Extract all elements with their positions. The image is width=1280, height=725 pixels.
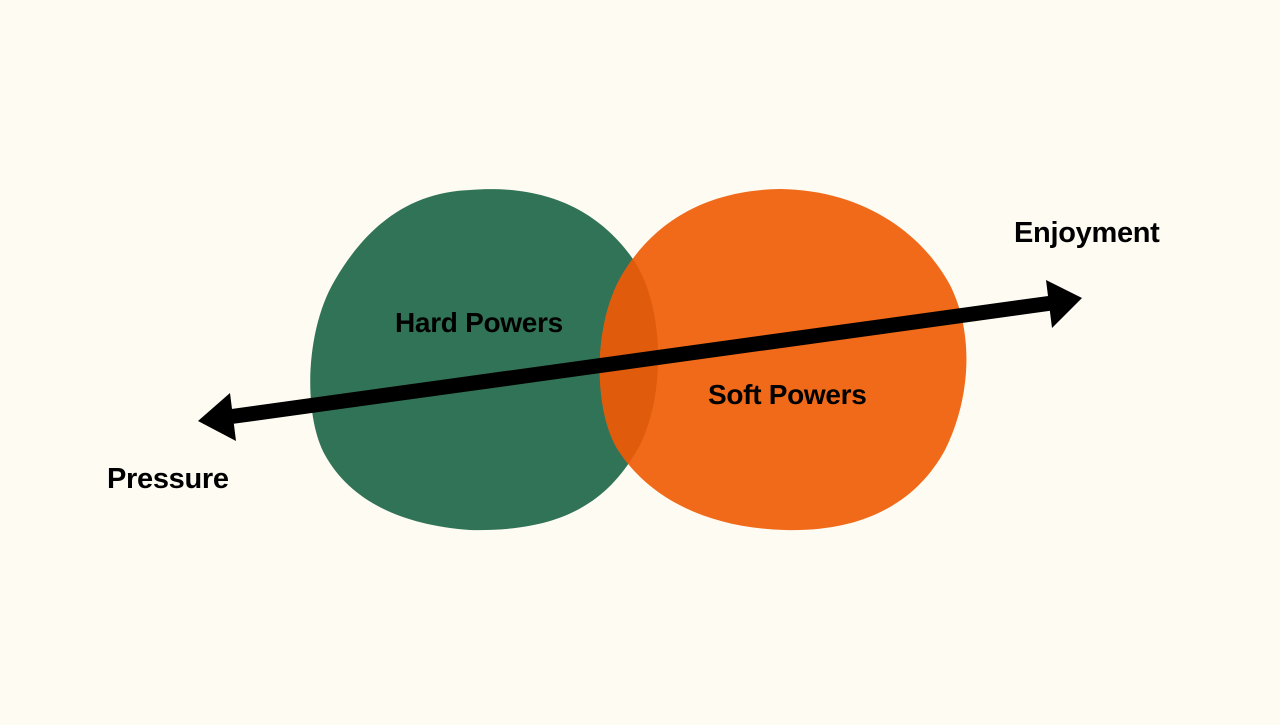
enjoyment-label: Enjoyment bbox=[1014, 217, 1160, 249]
soft-powers-circle bbox=[599, 189, 967, 531]
hard-powers-circle bbox=[310, 189, 659, 531]
axis-arrow-shaft bbox=[226, 295, 1054, 425]
hard-powers-label: Hard Powers bbox=[395, 307, 563, 338]
arrow-head-left-icon bbox=[198, 393, 236, 441]
pressure-label: Pressure bbox=[107, 463, 229, 495]
soft-powers-label: Soft Powers bbox=[708, 379, 867, 410]
arrow-head-right-icon bbox=[1046, 280, 1082, 328]
